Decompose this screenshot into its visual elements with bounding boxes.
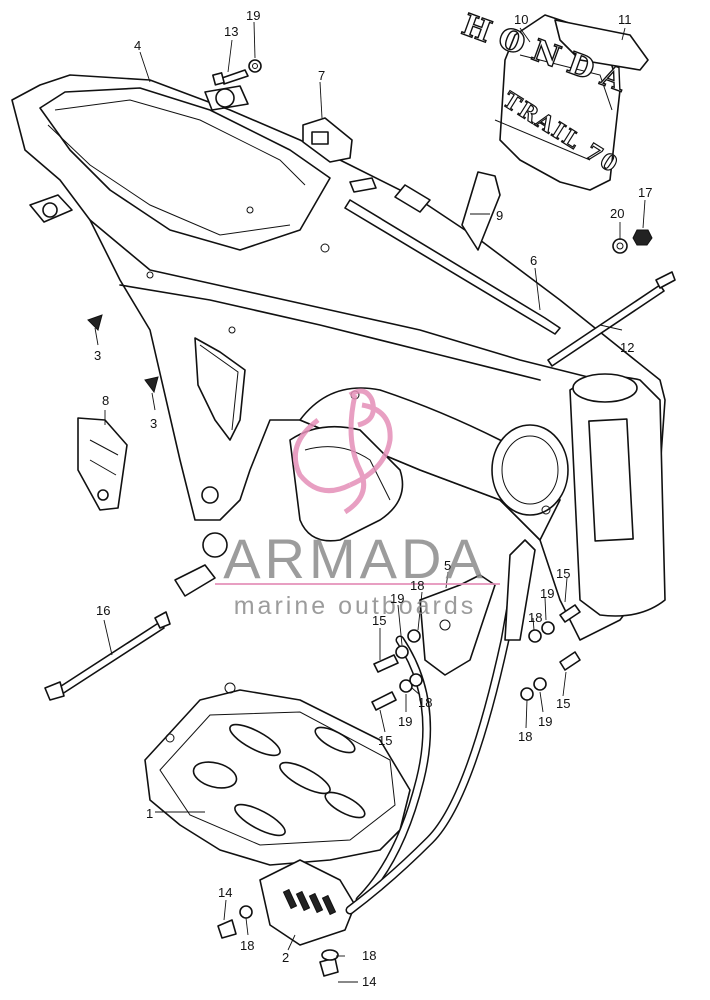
callout-11: 11 — [618, 12, 632, 27]
cone-cap-upper — [87, 314, 103, 331]
callout-2: 2 — [282, 950, 289, 965]
callout-18: 18 — [240, 938, 254, 953]
callout-8: 8 — [102, 393, 109, 408]
small-plate — [349, 177, 377, 193]
logo-loop-left — [292, 418, 352, 494]
callout-18: 18 — [518, 729, 532, 744]
callout-5: 5 — [444, 558, 451, 573]
watermark-tagline: marine outboards — [234, 592, 477, 620]
callout-15: 15 — [556, 696, 570, 711]
callout-19: 19 — [246, 8, 260, 23]
decal-panel — [494, 14, 649, 191]
callout-3: 3 — [94, 348, 101, 363]
cone-cap-lower — [144, 376, 159, 394]
long-bolt-16 — [44, 611, 171, 701]
callout-14: 14 — [362, 974, 376, 989]
callout-15: 15 — [378, 733, 392, 748]
frame-tag — [461, 171, 501, 251]
rubber-strip — [344, 199, 561, 335]
skid-plate — [144, 682, 411, 866]
bolt-13 — [212, 69, 249, 86]
washer-20 — [612, 238, 628, 254]
side-plate — [77, 417, 128, 511]
logo-drop — [348, 388, 376, 428]
callout-19: 19 — [398, 714, 412, 729]
callout-6: 6 — [530, 253, 537, 268]
front-guard — [259, 859, 356, 946]
callout-19: 19 — [390, 591, 404, 606]
bracket-5 — [419, 574, 496, 676]
callout-15: 15 — [556, 566, 570, 581]
callout-4: 4 — [134, 38, 141, 53]
callout-1: 1 — [146, 806, 153, 821]
leader-lines — [94, 21, 646, 983]
armada-logo-icon — [292, 388, 393, 515]
cable-clamp — [302, 117, 353, 163]
callout-15: 15 — [372, 613, 386, 628]
callout-19: 19 — [540, 586, 554, 601]
callout-labels: 1 2 3 3 4 5 6 7 8 9 10 11 12 13 14 14 15… — [94, 8, 652, 989]
rail-plate — [394, 184, 431, 213]
callout-14: 14 — [218, 885, 232, 900]
callout-12: 12 — [620, 340, 634, 355]
callout-13: 13 — [224, 24, 238, 39]
callout-9: 9 — [496, 208, 503, 223]
callout-19: 19 — [538, 714, 552, 729]
rear-mount-bar — [504, 539, 536, 641]
callout-18: 18 — [410, 578, 424, 593]
logo-stem — [343, 394, 367, 515]
callout-7: 7 — [318, 68, 325, 83]
callout-17: 17 — [638, 185, 652, 200]
watermark-rule — [215, 583, 500, 585]
washer-19-top — [248, 59, 262, 73]
callout-16: 16 — [96, 603, 110, 618]
long-bolt-12 — [547, 271, 676, 367]
fasteners — [217, 604, 581, 977]
callout-18: 18 — [418, 695, 432, 710]
armada-watermark: ARMADA marine outboards — [215, 388, 500, 620]
callout-3: 3 — [150, 416, 157, 431]
callout-18: 18 — [528, 610, 542, 625]
main-frame — [11, 74, 666, 641]
guard-rod — [345, 550, 525, 915]
callout-20: 20 — [610, 206, 624, 221]
callout-10: 10 — [514, 12, 528, 27]
nut-17 — [632, 229, 653, 246]
callout-18: 18 — [362, 948, 376, 963]
watermark-brand: ARMADA — [223, 527, 487, 590]
logo-loop-right — [348, 402, 393, 488]
